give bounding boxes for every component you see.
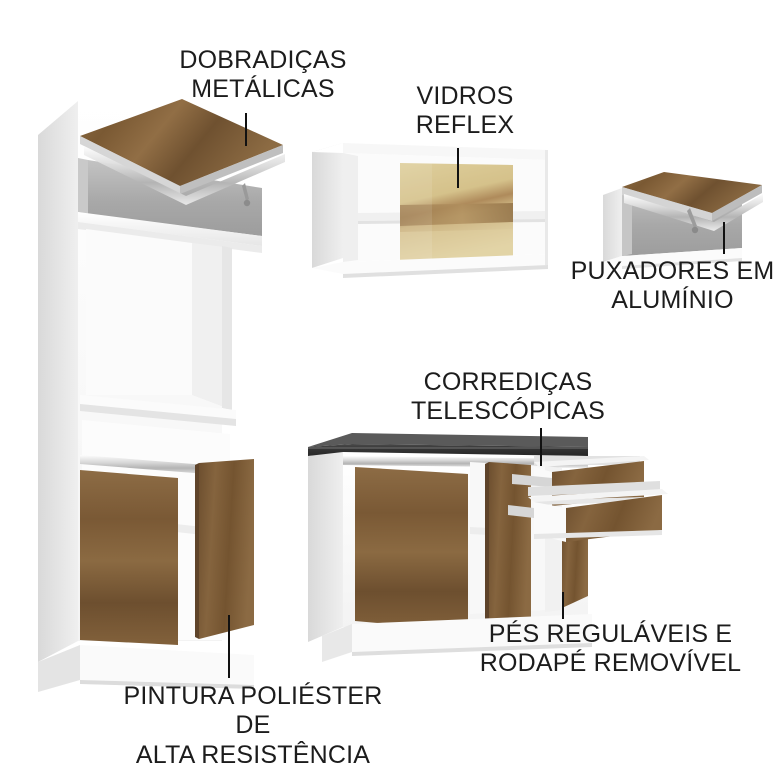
tall-cabinet-shelf-top [78, 212, 262, 246]
tall-cabinet-niche-right-edge [222, 246, 232, 410]
flip-cabinet-bottom [603, 248, 742, 266]
base-cabinet-drawer-lower-body [534, 502, 566, 542]
flip-cabinet-interior-left [622, 188, 632, 256]
glass-cabinet-bottom [312, 254, 548, 274]
base-cabinet-countertop-edge-hl [308, 447, 588, 449]
glass-cabinet-reflex-band [400, 203, 513, 226]
glass-cabinet-reflex-highlight [400, 163, 432, 263]
glass-cabinet-right-side [545, 150, 548, 265]
base-cabinet-plinth-side [322, 624, 352, 662]
tall-cabinet-hinge-arm [242, 183, 249, 201]
tall-cabinet-lower-handle-rail [80, 455, 232, 476]
tall-cabinet-lower-door-right-edge [195, 463, 199, 639]
glass-cabinet-reflex-lower-sheen [400, 229, 513, 263]
glass-cabinet-interior-left [343, 153, 358, 262]
tall-cabinet-hinge-pivot [243, 199, 251, 207]
tall-cabinet-lower-door-left[interactable] [80, 470, 178, 645]
tall-cabinet-mid-shelf-top [80, 395, 236, 419]
glass-cabinet-left-side [312, 143, 343, 268]
tall-cabinet-left-side [38, 101, 78, 662]
flip-cabinet-left-side [603, 188, 622, 262]
leader-line-pes [562, 592, 564, 619]
flip-cabinet-bottom-shadow [622, 258, 742, 269]
base-cabinet-drawer-upper-underside [534, 497, 644, 505]
base-cabinet-drawer-lower-top [528, 489, 668, 502]
tall-cabinet-plinth-front [80, 645, 254, 685]
callout-pes-reguláveis-rodape: PÉS REGULÁVEIS E RODAPÉ REMOVÍVEL [479, 620, 742, 678]
tall-cabinet-niche-back [86, 229, 192, 395]
leader-line-vidros [457, 148, 459, 188]
callout-corredicas-telescopicas: CORREDIÇAS TELESCÓPICAS [410, 368, 606, 426]
flip-cabinet-piston-pivot [691, 226, 699, 234]
flip-cabinet-door-edge-right [712, 185, 762, 221]
callout-pintura-poliester: PINTURA POLIÉSTER DE ALTA RESISTÊNCIA [123, 682, 383, 769]
tall-cabinet-flip-door-edge-right [180, 145, 283, 194]
flip-cabinet-aluminium-handle[interactable] [624, 194, 763, 231]
base-cabinet-door-right-open[interactable] [562, 520, 588, 608]
tall-cabinet-cavity-left-wall [78, 158, 88, 214]
tall-cabinet-flip-door-wood[interactable] [80, 99, 283, 186]
base-cabinet-plinth-shadow [352, 643, 592, 656]
tall-cabinet-flip-door-edge [80, 136, 180, 194]
leader-line-corredicas [540, 428, 542, 466]
tall-cabinet-aluminium-profile [84, 146, 285, 205]
base-cabinet-drawer-lower-front[interactable] [566, 495, 662, 542]
tall-cabinet-plinth-side [38, 645, 80, 692]
base-cabinet-door-middle-edge [485, 462, 489, 630]
base-cabinet-drawer-lower-underside [534, 530, 662, 539]
flip-cabinet-door-wood[interactable] [622, 172, 762, 213]
base-cabinet-drawer-lower-slide [508, 505, 534, 518]
base-cabinet-countertop-top [308, 433, 588, 447]
tall-oven-cabinet[interactable] [38, 99, 285, 692]
base-cabinet-door-left[interactable] [355, 467, 468, 631]
tall-cabinet-lower-door-right-open[interactable] [199, 459, 254, 639]
flip-up-wall-cabinet[interactable] [603, 172, 763, 269]
callout-dobradicas-metalicas: DOBRADIÇAS METÁLICAS [179, 46, 347, 104]
leader-line-puxadores [723, 222, 725, 254]
leader-line-pintura [228, 615, 230, 678]
callout-vidros-reflex: VIDROS REFLEX [415, 82, 515, 140]
base-cabinet-plinth-front [352, 614, 592, 652]
base-cabinet-left-side [308, 452, 343, 642]
glass-wall-cabinet[interactable] [312, 143, 548, 278]
tall-cabinet-shelf-front [78, 222, 262, 253]
base-cabinet-drawer-upper-top [534, 456, 649, 467]
base-cabinet-drawer-upper-slide [512, 474, 552, 487]
flip-cabinet-piston-arm [687, 208, 697, 228]
leader-line-dobradicas [245, 113, 247, 146]
tall-cabinet-plinth-shadow [80, 680, 254, 689]
base-cabinet-door-middle[interactable] [489, 462, 531, 630]
tall-cabinet-mid-shelf-front [80, 404, 236, 426]
glass-cabinet-bottom-shadow [343, 265, 548, 278]
base-cabinet-with-drawers[interactable] [308, 433, 668, 662]
callout-puxadores-em-aluminio: PUXADORES EM ALUMÍNIO [570, 257, 775, 315]
glass-cabinet-top-face [343, 143, 548, 160]
